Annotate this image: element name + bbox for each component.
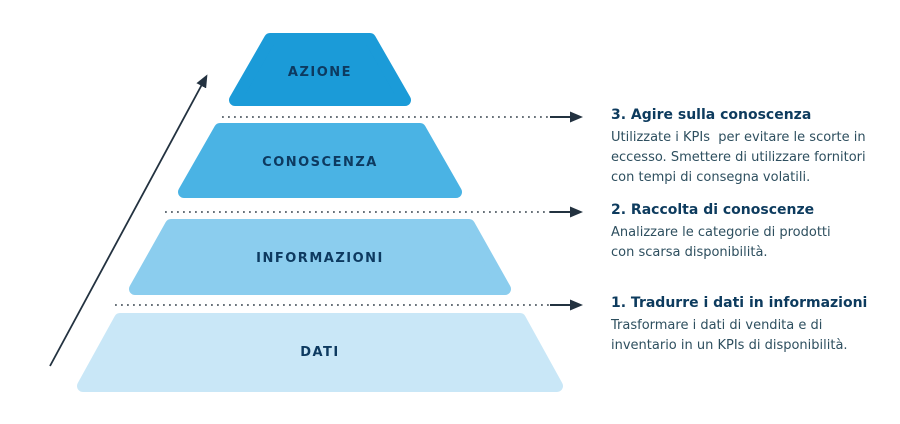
ascending-arrow bbox=[49, 74, 208, 367]
annotation-step-2: 2. Raccolta di conoscenze Analizzare le … bbox=[611, 200, 900, 263]
annotation-step-2-title: 2. Raccolta di conoscenze bbox=[611, 202, 815, 218]
annotation-step-3-body: Utilizzate i KPIs per evitare le scorte … bbox=[611, 130, 866, 185]
pyramid-level-dati bbox=[77, 313, 563, 392]
annotation-step-1: 1. Tradurre i dati in informazioni Trasf… bbox=[611, 293, 900, 356]
pyramid-level-dati-label: DATI bbox=[300, 345, 340, 360]
annotation-step-3-title: 3. Agire sulla conoscenza bbox=[611, 107, 812, 123]
pyramid-level-azione-label: AZIONE bbox=[288, 65, 352, 80]
pyramid-level-conoscenza bbox=[178, 123, 462, 198]
pyramid-level-informazioni bbox=[129, 219, 511, 295]
annotation-step-2-body: Analizzare le categorie di prodotti con … bbox=[611, 225, 831, 260]
pyramid-level-azione bbox=[229, 33, 411, 106]
pyramid-level-conoscenza-label: CONOSCENZA bbox=[262, 155, 378, 170]
annotation-step-3: 3. Agire sulla conoscenza Utilizzate i K… bbox=[611, 105, 900, 188]
annotation-step-1-title: 1. Tradurre i dati in informazioni bbox=[611, 295, 868, 311]
annotation-step-1-body: Trasformare i dati di vendita e di inven… bbox=[611, 318, 848, 353]
pyramid-level-informazioni-label: INFORMAZIONI bbox=[256, 251, 384, 266]
